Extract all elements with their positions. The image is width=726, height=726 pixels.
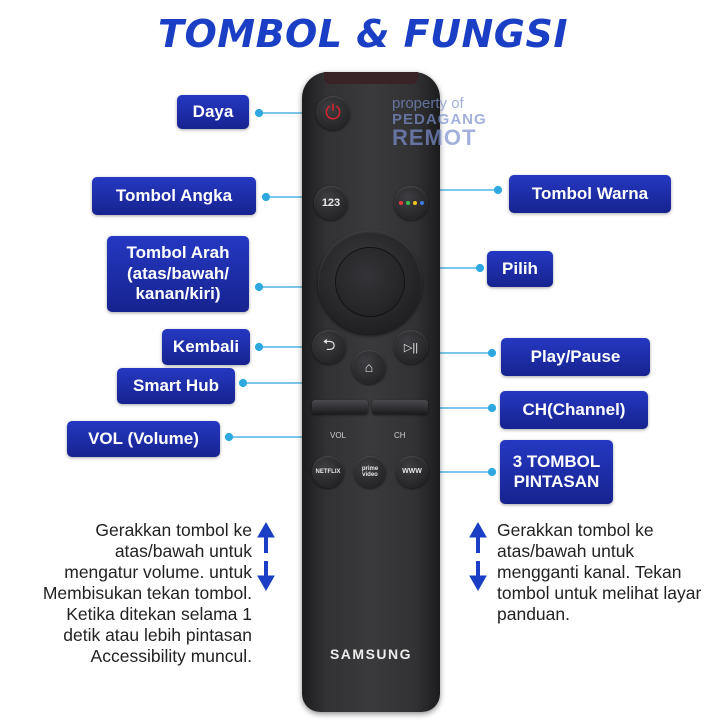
label-3-tombol-pintasan: 3 TOMBOL PINTASAN — [500, 440, 613, 504]
color-dots-icon — [398, 201, 424, 205]
www-label: WWW — [402, 468, 422, 476]
color-button[interactable] — [394, 186, 428, 220]
label-play-pause: Play/Pause — [501, 338, 650, 376]
smart-hub-button[interactable]: ⌂ — [352, 350, 386, 384]
arrow-down-icon — [257, 561, 275, 592]
www-button[interactable]: WWW — [396, 456, 428, 488]
label-tombol-arah: Tombol Arah (atas/bawah/ kanan/kiri) — [107, 236, 249, 312]
prime-video-label: prime video — [361, 465, 379, 478]
label-smart-hub: Smart Hub — [117, 368, 235, 404]
ch-label: CH — [394, 431, 406, 440]
label-kembali: Kembali — [162, 329, 250, 365]
note-channel: Gerakkan tombol ke atas/bawah untuk meng… — [497, 520, 702, 624]
numbers-button[interactable]: 123 — [314, 186, 348, 220]
arrow-down-icon — [469, 561, 487, 592]
label-tombol-angka: Tombol Angka — [92, 177, 256, 215]
watermark-line1: property of — [392, 95, 464, 112]
label-daya: Daya — [177, 95, 249, 129]
volume-rocker[interactable] — [312, 400, 368, 414]
arrow-up-icon — [257, 521, 275, 553]
label-volume: VOL (Volume) — [67, 421, 220, 457]
back-button[interactable]: ⮌ — [312, 330, 346, 364]
back-icon: ⮌ — [322, 336, 336, 354]
netflix-label: NETFLIX — [315, 468, 341, 475]
label-pilih: Pilih — [487, 251, 553, 287]
play-pause-icon: ▷|| — [403, 341, 419, 354]
home-icon: ⌂ — [364, 359, 374, 375]
netflix-button[interactable]: NETFLIX — [312, 456, 344, 488]
channel-rocker[interactable] — [372, 400, 428, 414]
watermark: property of PEDAGANG REMOT — [392, 95, 502, 151]
power-icon: ⏻ — [325, 101, 341, 124]
play-pause-button[interactable]: ▷|| — [394, 330, 428, 364]
label-channel: CH(Channel) — [500, 391, 648, 429]
power-button[interactable]: ⏻ — [316, 96, 350, 130]
watermark-line3: REMOT — [392, 125, 477, 150]
vol-label: VOL — [330, 431, 347, 440]
brand-logo: SAMSUNG — [329, 646, 413, 662]
select-button[interactable] — [336, 248, 404, 316]
watermark-line2: PEDAGANG — [392, 111, 487, 128]
arrow-up-icon — [469, 521, 487, 553]
note-volume: Gerakkan tombol ke atas/bawah untuk meng… — [42, 520, 252, 666]
page-title: TOMBOL & FUNGSI — [158, 12, 568, 56]
prime-video-button[interactable]: prime video — [354, 456, 386, 488]
numbers-button-label: 123 — [321, 197, 341, 209]
ir-window — [324, 72, 418, 84]
remote-control: ⏻ 123 ⮌ ▷|| ⌂ VOL CH NETFLIX prime video… — [302, 72, 440, 712]
label-tombol-warna: Tombol Warna — [509, 175, 671, 213]
